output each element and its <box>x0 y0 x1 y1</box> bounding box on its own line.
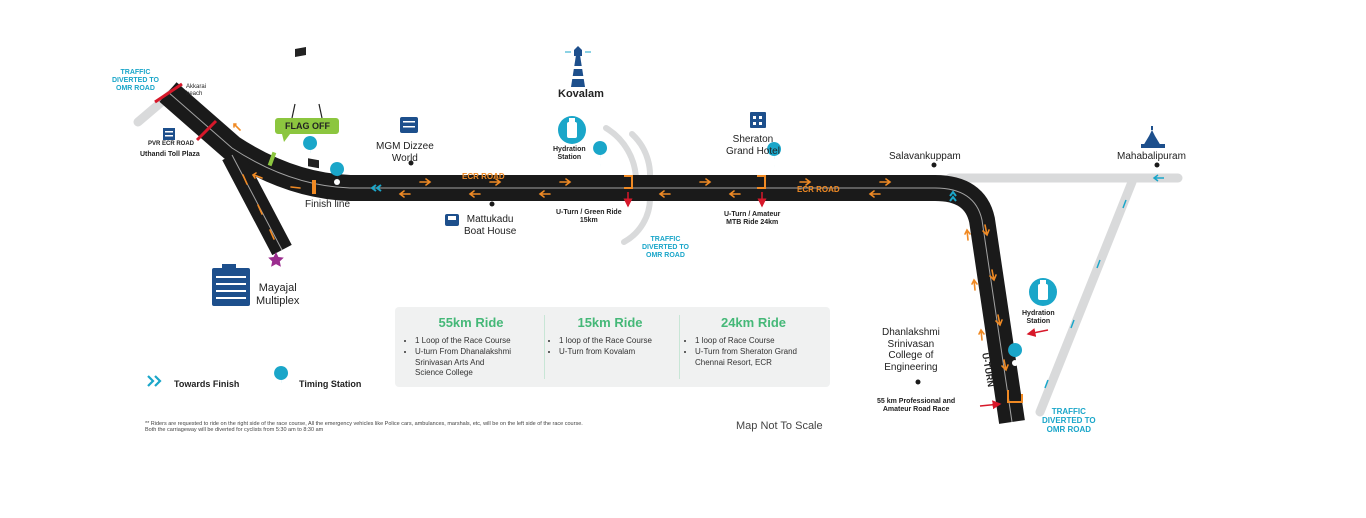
building-icon <box>212 264 250 306</box>
footnote: ** Riders are requested to ride on the r… <box>145 421 583 434</box>
ride-info-panel: 55km Ride 1 Loop of the Race Course U-tu… <box>395 307 830 387</box>
ecr-road-label-2: ECR ROAD <box>797 185 840 194</box>
timing-station-pin-icon <box>303 136 318 162</box>
lighthouse-icon <box>565 46 591 87</box>
dhanlakshmi-college-label: Dhanlakshmi Srinivasan College of Engine… <box>882 327 940 373</box>
building-icon <box>400 117 418 133</box>
ride-item: U-turn From Dhanalakshmi Srinivasan Arts… <box>415 347 541 379</box>
timing-station-pin-icon <box>593 141 608 167</box>
hydration-bottle-icon <box>1029 278 1057 306</box>
double-chevron-icon <box>147 375 162 387</box>
legend-timing-station: Timing Station <box>299 379 362 389</box>
ride-item: U-Turn from Kovalam <box>559 347 675 358</box>
legend-towards-finish: Towards Finish <box>174 379 240 389</box>
race-flags-icon <box>291 47 323 169</box>
ride-item: 1 Loop of the Race Course <box>415 336 541 347</box>
ride-15km: 15km Ride 1 loop of the Race Course U-Tu… <box>545 315 675 358</box>
uthandi-toll-plaza-label: Uthandi Toll Plaza <box>140 151 200 158</box>
traffic-diverted-label-mid: TRAFFIC DIVERTED TO OMR ROAD <box>642 236 689 260</box>
traffic-diverted-label-bottom: TRAFFIC DIVERTED TO OMR ROAD <box>1042 407 1096 435</box>
flag-off-label: FLAG OFF <box>285 121 330 131</box>
ride-title: 15km Ride <box>577 315 643 330</box>
building-icon <box>445 214 459 226</box>
uturn-amateur-mtb-label: U-Turn / Amateur MTB Ride 24km <box>724 211 781 227</box>
map-not-to-scale-label: Map Not To Scale <box>736 420 823 432</box>
timing-station-pin-icon <box>274 366 289 392</box>
ride-55km: 55km Ride 1 Loop of the Race Course U-tu… <box>401 315 541 379</box>
temple-icon <box>1141 126 1165 148</box>
building-icon <box>750 112 766 128</box>
towards-finish-chevrons <box>370 184 957 202</box>
mayajal-multiplex-label: Mayajal Multiplex <box>256 282 300 307</box>
mahabalipuram-label: Mahabalipuram <box>1117 151 1186 162</box>
hydration-station-label-2: Hydration Station <box>1022 310 1055 326</box>
mgm-dizzee-world-label: MGM Dizzee World <box>376 141 434 164</box>
timing-station-pin-icon <box>1008 343 1023 369</box>
diversion-roads <box>133 83 1183 417</box>
ride-title: 24km Ride <box>720 315 787 330</box>
salavankuppam-label: Salavankuppam <box>889 151 961 162</box>
ride-item: 1 loop of Race Course <box>695 336 826 347</box>
direction-arrows <box>233 123 1009 372</box>
timing-station-pin-icon <box>767 142 782 168</box>
professional-road-race-label: 55 km Professional and Amateur Road Race <box>877 398 956 414</box>
ride-item: 1 loop of the Race Course <box>559 336 675 347</box>
finish-line-label: Finish line <box>305 199 351 210</box>
sheraton-grand-hotel-label: Sheraton Grand Hotel <box>726 134 780 157</box>
building-icon <box>163 128 175 140</box>
ride-24km: 24km Ride 1 loop of Race Course U-Turn f… <box>681 315 826 368</box>
flag-off-banner <box>275 118 339 142</box>
hydration-bottle-icon <box>558 116 586 144</box>
pvr-ecr-road-label: PVR ECR ROAD <box>148 141 195 147</box>
uturn-green-ride-label: U-Turn / Green Ride 15km <box>556 209 622 225</box>
star-icon <box>268 252 284 267</box>
ride-item: U-Turn from Sheraton Grand Chennai Resor… <box>695 347 826 369</box>
akkarai-beach-label: Akkarai beach <box>186 84 207 97</box>
kovalam-label: Kovalam <box>558 88 604 100</box>
mattukadu-boat-house-label: Mattukadu Boat House <box>464 214 517 237</box>
timing-station-pin-icon <box>330 162 345 188</box>
hydration-station-label-1: Hydration Station <box>553 146 586 162</box>
ecr-road-label-1: ECR ROAD <box>462 172 505 181</box>
traffic-diverted-label-top-left: TRAFFIC DIVERTED TO OMR ROAD <box>112 69 159 93</box>
ride-title: 55km Ride <box>438 315 504 330</box>
